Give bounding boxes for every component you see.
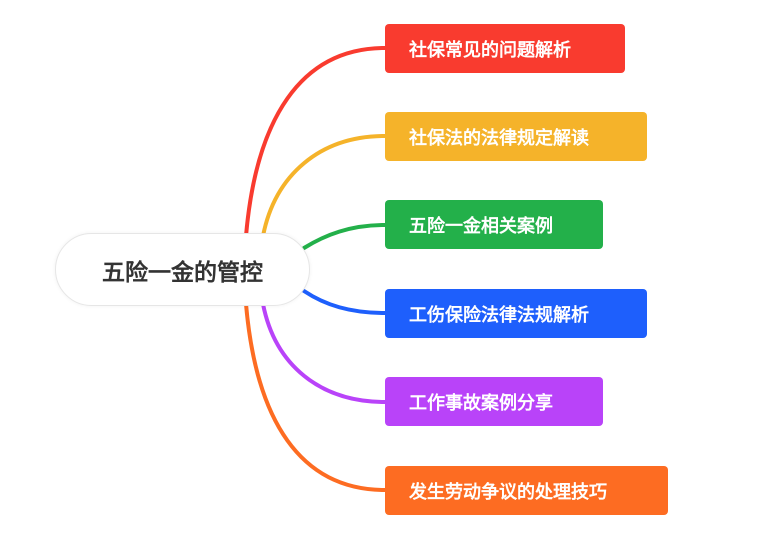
connector-6 (244, 302, 387, 492)
branch-node-6[interactable]: 发生劳动争议的处理技巧 (385, 466, 668, 515)
connector-2 (261, 134, 387, 238)
branch-node-4[interactable]: 工伤保险法律法规解析 (385, 289, 647, 338)
connector-1 (244, 46, 387, 238)
connector-5 (261, 302, 387, 404)
connector-4 (302, 289, 387, 315)
branch-node-2[interactable]: 社保法的法律规定解读 (385, 112, 647, 161)
branch-node-3[interactable]: 五险一金相关案例 (385, 200, 603, 249)
branch-node-1[interactable]: 社保常见的问题解析 (385, 24, 625, 73)
branch-node-5[interactable]: 工作事故案例分享 (385, 377, 603, 426)
connector-3 (302, 223, 387, 250)
root-node[interactable]: 五险一金的管控 (55, 233, 310, 306)
